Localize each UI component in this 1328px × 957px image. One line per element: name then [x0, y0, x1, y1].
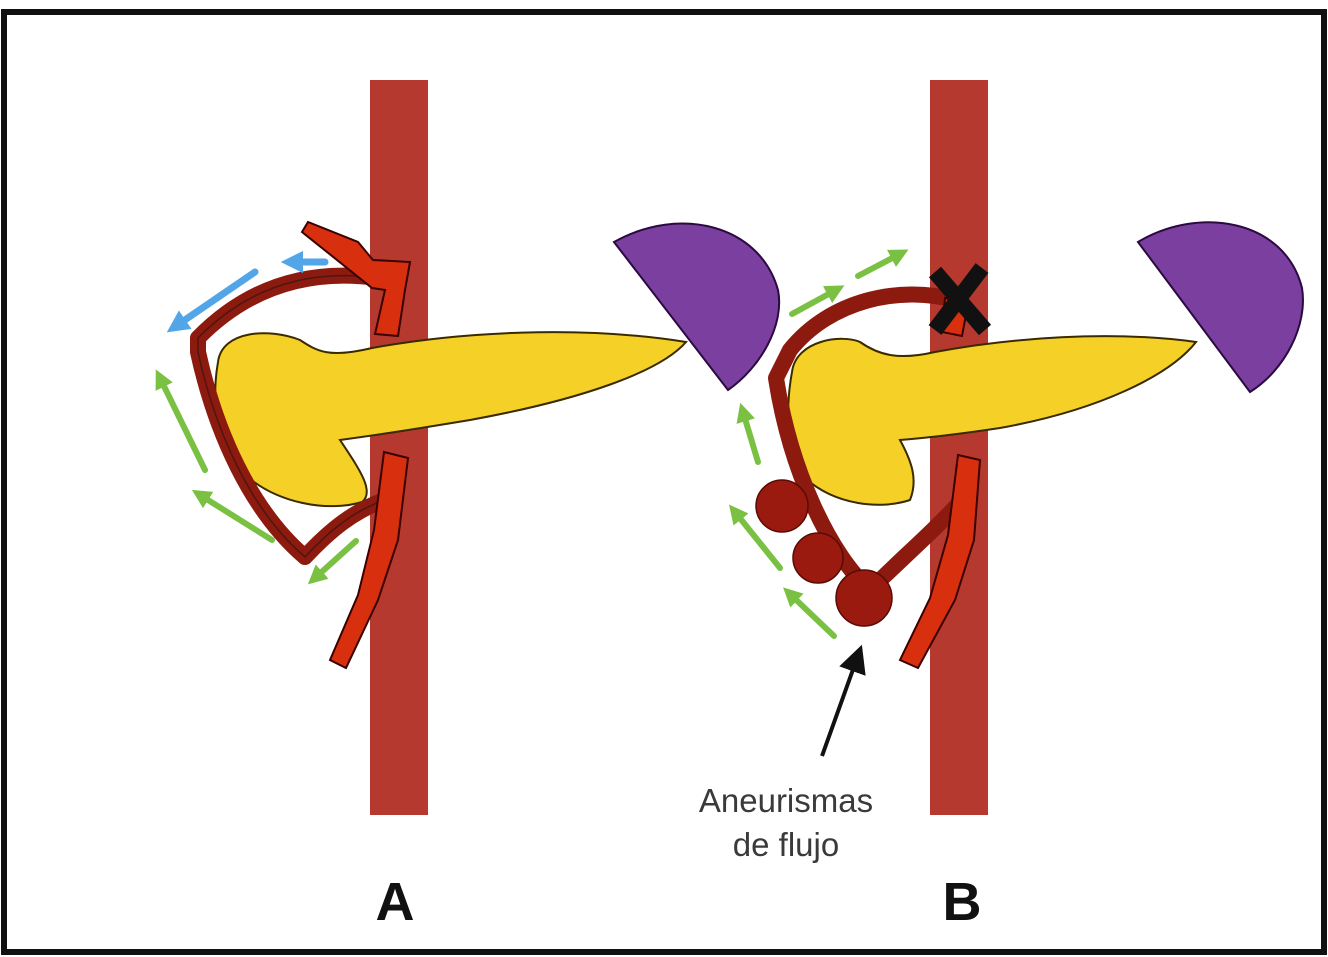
panel-label-a: A [376, 872, 415, 932]
aneurysm [793, 533, 843, 583]
aneurysm [836, 570, 892, 626]
aneurysm [756, 480, 808, 532]
aorta [930, 80, 988, 815]
aorta [370, 80, 428, 815]
figure-frame [4, 12, 1324, 952]
callout-line-2: de flujo [733, 826, 839, 863]
callout-line-1: Aneurismas [699, 782, 873, 819]
panel-label-b: B [943, 872, 982, 932]
